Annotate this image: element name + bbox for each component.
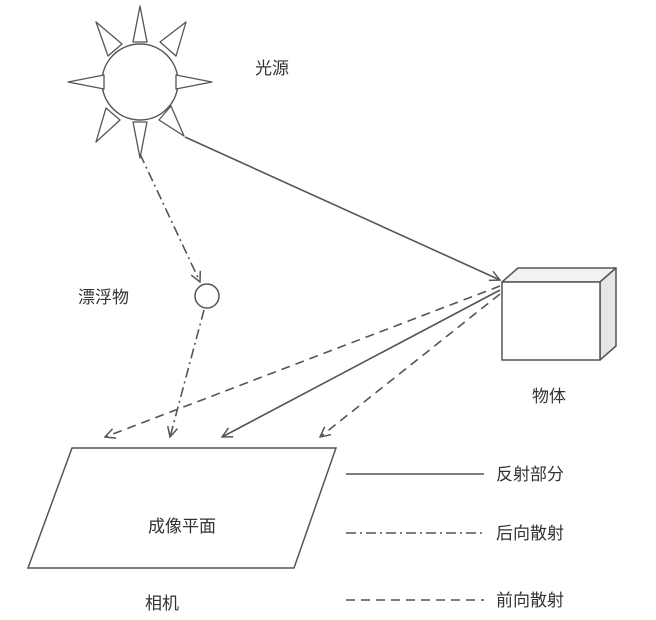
reflection-ray-object-to-plane xyxy=(222,289,501,437)
backscatter-ray-sun-to-floater xyxy=(139,153,200,282)
light-source-label: 光源 xyxy=(255,59,289,79)
camera-label: 相机 xyxy=(145,594,179,614)
legend-backscatter-label: 后向散射 xyxy=(496,524,564,544)
floater-label: 漂浮物 xyxy=(78,288,129,308)
legend-forward-scatter-label: 前向散射 xyxy=(496,591,564,611)
legend: 反射部分 后向散射 前向散射 xyxy=(346,465,564,611)
object-box xyxy=(501,267,617,361)
reflection-ray-sun-to-object xyxy=(184,136,500,280)
object-label: 物体 xyxy=(532,387,566,407)
floater-particle xyxy=(194,283,220,309)
forward-scatter-ray-wide xyxy=(105,285,501,437)
sun-icon xyxy=(67,5,213,159)
backscatter-ray-floater-to-plane xyxy=(170,309,205,437)
image-plane xyxy=(26,447,338,569)
forward-scatter-ray-narrow xyxy=(320,293,501,437)
legend-reflection-label: 反射部分 xyxy=(496,465,564,485)
image-plane-label: 成像平面 xyxy=(148,517,216,537)
